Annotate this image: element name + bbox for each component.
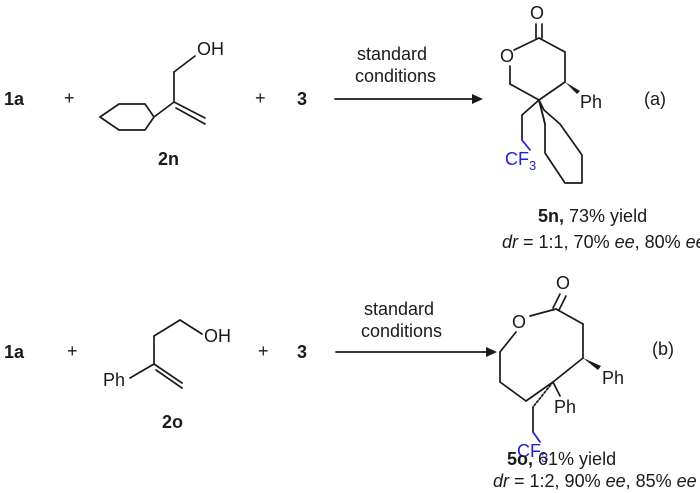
arrow-condition-line1: standard (364, 299, 434, 319)
bond (173, 55, 196, 73)
bond (538, 81, 566, 101)
ring-oxygen: O (512, 312, 526, 332)
wedge-bond (532, 381, 554, 408)
compound-2n-label: 2n (158, 149, 179, 169)
bond (499, 381, 527, 402)
phenyl-label-2: Ph (554, 397, 576, 417)
product-5n-caption: 5n, 73% yield (538, 206, 647, 226)
product-5n-selectivity: dr = 1:1, 70% ee, 80% ee (502, 232, 700, 252)
arrow-condition-line2: conditions (355, 66, 436, 86)
bond (153, 319, 181, 337)
bond (129, 363, 155, 379)
reaction-b: 1a + Ph OH 2o + 3 standard conditions O … (4, 273, 697, 491)
bond (513, 37, 540, 51)
bond (538, 37, 566, 53)
reaction-a: 1a + OH 2n + 3 standard conditions O O (4, 3, 700, 252)
spiro-cyclohexane-ring (538, 99, 583, 184)
reactant-1a-label: 1a (4, 89, 25, 109)
double-bond (552, 293, 561, 309)
arrow-condition-line1: standard (357, 44, 427, 64)
bond (521, 99, 540, 116)
plus-sign: + (258, 341, 269, 361)
phenyl-label-1: Ph (602, 368, 624, 388)
bond (525, 381, 554, 402)
reaction-b-tag: (b) (652, 339, 674, 359)
carbonyl-oxygen: O (556, 273, 570, 293)
reactant-2o-structure: Ph OH (103, 319, 231, 390)
bond (499, 331, 517, 353)
arrow-head (486, 347, 497, 357)
wedge-bond (565, 82, 580, 94)
cf3-group: CF3 (505, 149, 536, 173)
bond (173, 101, 206, 119)
phenyl-label: Ph (103, 370, 125, 390)
reactant-1a-label: 1a (4, 342, 25, 362)
wedge-bond (538, 99, 546, 125)
cf3-group: CF3 (517, 441, 548, 465)
bond (509, 83, 540, 101)
compound-2o-label: 2o (162, 412, 183, 432)
carbonyl-oxygen: O (530, 3, 544, 23)
ring-oxygen: O (500, 46, 514, 66)
reactant-3-label: 3 (297, 89, 307, 109)
phenyl-label: Ph (580, 92, 602, 112)
product-5o-selectivity: dr = 1:2, 90% ee, 85% ee (493, 471, 697, 491)
reaction-a-tag: (a) (644, 89, 666, 109)
oh-label: OH (197, 39, 224, 59)
bond (529, 308, 557, 317)
bond (555, 308, 584, 325)
product-5o-caption: 5o, 61% yield (507, 449, 616, 469)
arrow-head (472, 94, 483, 104)
bond (552, 357, 584, 383)
product-5o-structure: O O Ph Ph CF3 (499, 273, 624, 465)
bond (153, 363, 183, 384)
double-bond (558, 295, 567, 311)
plus-sign: + (64, 88, 75, 108)
reactant-3-label: 3 (297, 342, 307, 362)
bond-to-cf3 (521, 139, 531, 151)
product-5n-structure: O O Ph CF3 (500, 3, 602, 184)
arrow-condition-line2: conditions (361, 321, 442, 341)
reactant-2n-structure: OH (99, 39, 224, 131)
bond (552, 381, 561, 397)
cyclohexane-ring (99, 103, 155, 131)
bond-to-cf3 (532, 431, 541, 443)
plus-sign: + (67, 341, 78, 361)
double-bond (175, 107, 206, 125)
bond (179, 319, 203, 335)
bond (153, 101, 175, 118)
wedge-bond (583, 358, 601, 370)
double-bond (155, 369, 183, 389)
plus-sign: + (255, 88, 266, 108)
oh-label: OH (204, 326, 231, 346)
